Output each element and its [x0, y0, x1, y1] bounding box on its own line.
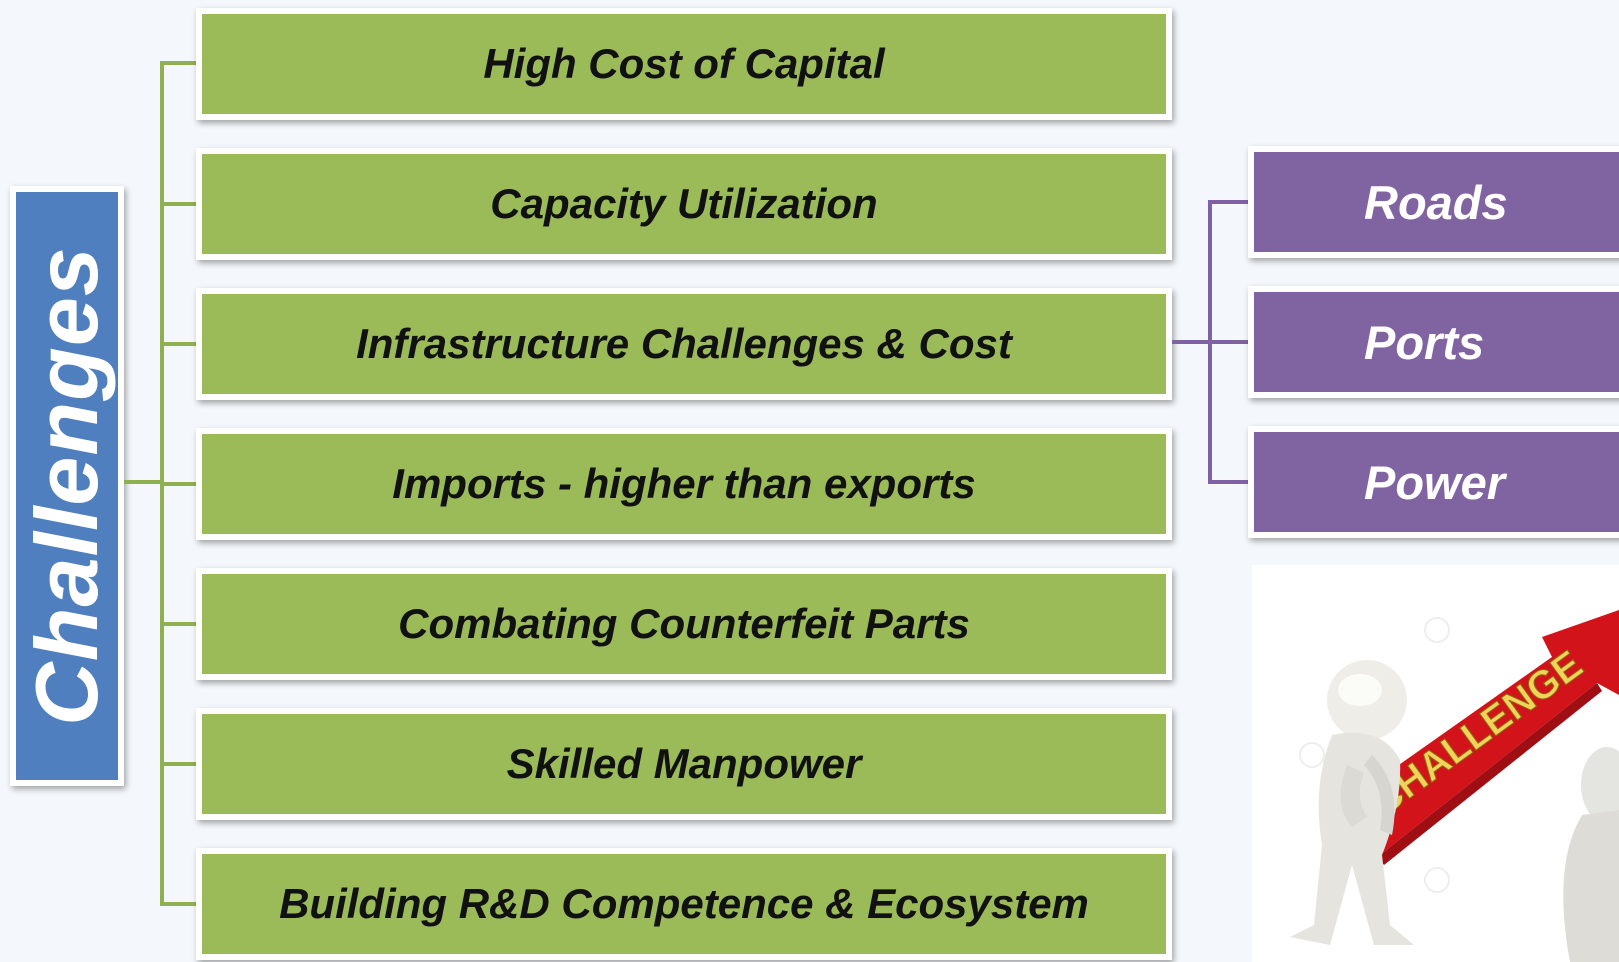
infrastructure-connector [1172, 340, 1212, 344]
root-connector [124, 480, 164, 484]
challenge-illustration: CHALLENGE [1252, 565, 1619, 962]
branch-connector [160, 342, 196, 346]
infrastructure-label: Ports [1364, 315, 1485, 369]
purple-branch-connector [1208, 200, 1248, 204]
branch-connector [160, 902, 196, 906]
challenges-root-label: Challenges [17, 246, 116, 726]
challenge-label: Imports - higher than exports [392, 460, 976, 507]
infrastructure-label: Roads [1364, 175, 1508, 229]
challenge-box-high-cost-of-capital: High Cost of Capital [196, 8, 1172, 120]
challenges-root-box: Challenges [10, 186, 124, 786]
purple-branch-connector [1208, 340, 1248, 344]
branch-connector [160, 61, 196, 65]
person-carrying-arrow-icon: CHALLENGE [1290, 610, 1619, 962]
infrastructure-box-power: Power [1248, 426, 1619, 538]
infrastructure-box-roads: Roads [1248, 146, 1619, 258]
infrastructure-label: Power [1364, 455, 1506, 509]
branch-connector [160, 622, 196, 626]
challenge-box-infrastructure: Infrastructure Challenges & Cost [196, 288, 1172, 400]
branch-connector [160, 482, 196, 486]
branch-connector [160, 762, 196, 766]
challenge-box-imports: Imports - higher than exports [196, 428, 1172, 540]
challenge-label: High Cost of Capital [483, 40, 885, 87]
infrastructure-box-ports: Ports [1248, 286, 1619, 398]
challenge-box-capacity-utilization: Capacity Utilization [196, 148, 1172, 260]
purple-branch-connector [1208, 480, 1248, 484]
challenge-label: Capacity Utilization [490, 180, 878, 227]
challenge-label: Skilled Manpower [506, 740, 862, 787]
challenge-label: Combating Counterfeit Parts [398, 600, 970, 647]
challenge-label: Building R&D Competence & Ecosystem [279, 880, 1089, 927]
challenge-box-skilled-manpower: Skilled Manpower [196, 708, 1172, 820]
challenge-box-rd-competence: Building R&D Competence & Ecosystem [196, 848, 1172, 960]
branch-connector [160, 202, 196, 206]
challenge-box-counterfeit-parts: Combating Counterfeit Parts [196, 568, 1172, 680]
challenge-label: Infrastructure Challenges & Cost [356, 320, 1012, 367]
